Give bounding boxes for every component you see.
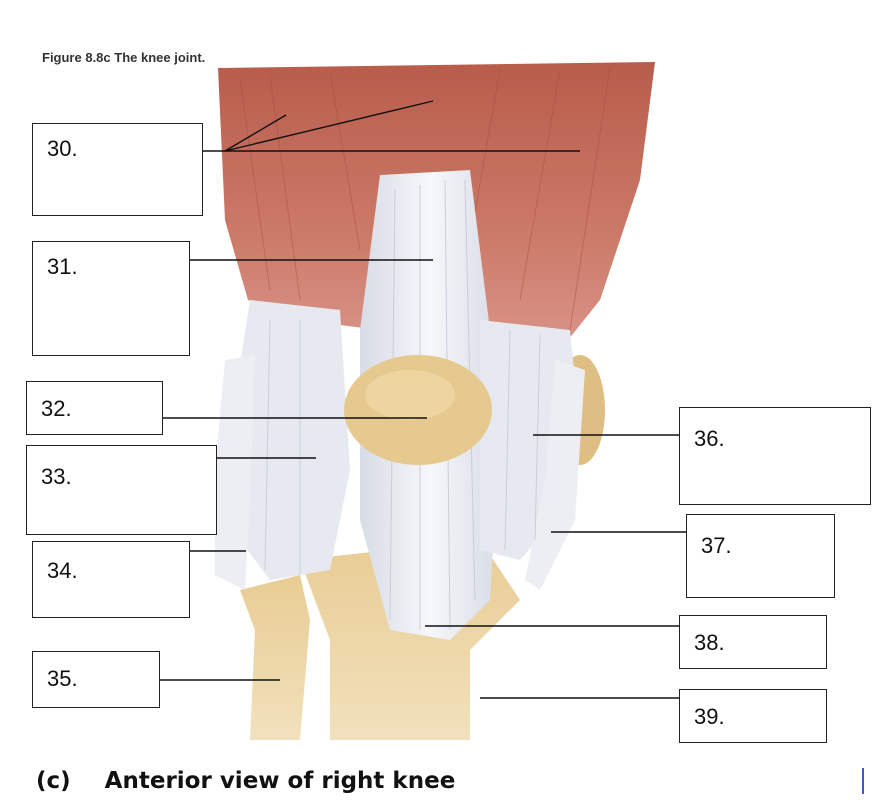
caption-letter: (c) — [36, 768, 71, 794]
label-number: 39. — [694, 704, 725, 729]
fibular-collateral-ligament — [525, 360, 585, 590]
label-number: 36. — [694, 426, 725, 451]
medial-retinaculum — [230, 300, 350, 580]
label-box-30[interactable]: 30. — [32, 123, 203, 216]
edge-mark — [862, 768, 864, 794]
caption-text: Anterior view of right knee — [104, 768, 456, 794]
label-number: 37. — [701, 533, 732, 558]
fibula-bone — [240, 575, 310, 740]
label-box-32[interactable]: 32. — [26, 381, 163, 435]
label-box-37[interactable]: 37. — [686, 514, 835, 598]
label-box-34[interactable]: 34. — [32, 541, 190, 618]
label-box-38[interactable]: 38. — [679, 615, 827, 669]
label-box-39[interactable]: 39. — [679, 689, 827, 743]
muscle-fibers — [239, 67, 611, 331]
label-number: 31. — [47, 254, 78, 279]
label-number: 38. — [694, 630, 725, 655]
label-box-33[interactable]: 33. — [26, 445, 217, 535]
label-box-36[interactable]: 36. — [679, 407, 871, 505]
label-box-31[interactable]: 31. — [32, 241, 190, 356]
label-number: 33. — [41, 464, 72, 489]
label-number: 32. — [41, 396, 72, 421]
label-number: 35. — [47, 666, 78, 691]
label-box-35[interactable]: 35. — [32, 651, 160, 708]
leader-lines — [160, 100, 686, 699]
figure-caption: (c) Anterior view of right knee — [36, 768, 455, 794]
patella-highlight — [365, 370, 455, 420]
tibial-collateral-ligament — [215, 355, 255, 590]
figure-title: Figure 8.8c The knee joint. — [42, 50, 206, 65]
label-number: 30. — [47, 136, 78, 161]
label-number: 34. — [47, 558, 78, 583]
